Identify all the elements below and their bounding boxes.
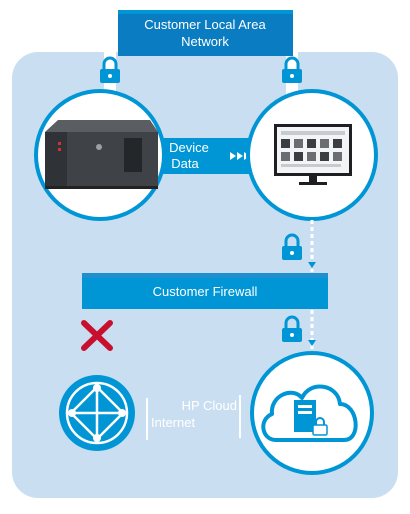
firewall-bar-top-stripe <box>82 273 328 278</box>
firewall-bar <box>82 273 328 309</box>
monitor-image <box>274 124 352 185</box>
internet-node <box>59 375 135 451</box>
globe-nodes <box>68 384 126 442</box>
device-data-line2: Data <box>171 156 199 171</box>
cloud-server-icon <box>261 384 358 442</box>
blocked-x-icon <box>81 320 113 351</box>
internet-label: Internet <box>151 415 195 430</box>
printer-image <box>45 120 158 189</box>
arrow-down-icon <box>308 340 316 346</box>
lock-icon <box>312 417 328 436</box>
lan-banner-line2: Network <box>181 34 229 49</box>
monitor-node <box>246 89 378 221</box>
lock-icon <box>100 56 120 83</box>
arrow-down-icon <box>308 262 316 268</box>
lan-banner-line1: Customer Local Area <box>144 17 266 32</box>
hp-cloud-label: HP Cloud <box>182 398 237 413</box>
firewall-label: Customer Firewall <box>153 284 258 299</box>
lan-banner <box>118 10 293 56</box>
hp-cloud-node <box>250 351 374 475</box>
lock-icon <box>282 233 302 260</box>
lan-banner-top-stripe <box>118 10 293 14</box>
printer-node <box>34 89 166 221</box>
lock-icon <box>282 315 302 342</box>
lock-icon <box>282 56 302 83</box>
device-data-line1: Device <box>169 140 209 155</box>
